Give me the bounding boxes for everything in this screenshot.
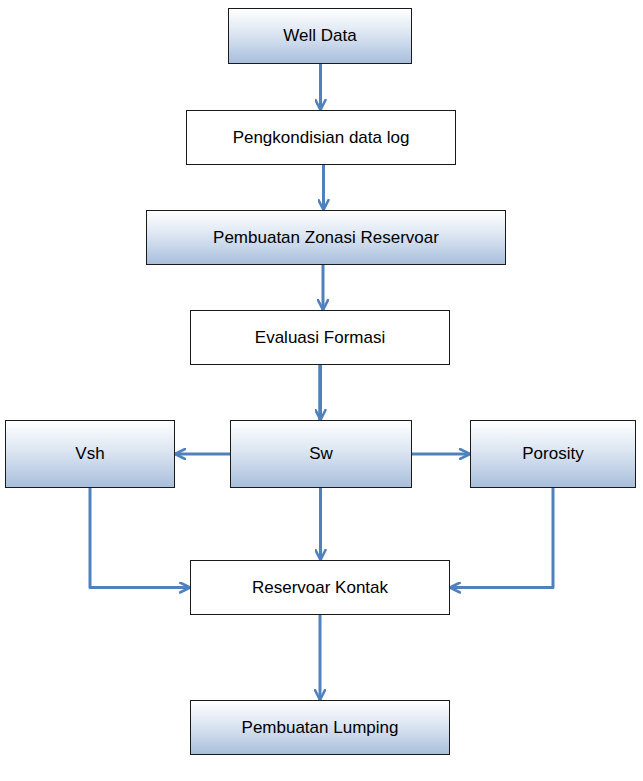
flow-arrow [450, 488, 553, 588]
flow-arrow [322, 165, 325, 210]
flow-arrow [319, 615, 322, 700]
process-box: Pengkondisian data log [186, 110, 456, 165]
box-label: Pembuatan Zonasi Reservoar [213, 228, 439, 248]
box-label: Pengkondisian data log [233, 128, 410, 148]
process-box: Porosity [470, 420, 636, 488]
process-box: Well Data [228, 8, 412, 64]
box-label: Vsh [75, 444, 104, 464]
box-label: Evaluasi Formasi [255, 328, 385, 348]
box-label: Sw [309, 444, 333, 464]
flow-arrow [90, 488, 190, 588]
flow-arrow [319, 488, 322, 560]
box-label: Porosity [522, 444, 583, 464]
process-box: Evaluasi Formasi [190, 310, 450, 365]
process-box: Sw [230, 420, 412, 488]
process-box: Reservoar Kontak [190, 560, 450, 615]
box-label: Pembuatan Lumping [242, 718, 399, 738]
flow-arrow [319, 64, 322, 110]
process-box: Pembuatan Zonasi Reservoar [146, 210, 506, 265]
process-box: Pembuatan Lumping [190, 700, 450, 755]
flow-arrow [322, 265, 325, 310]
box-label: Well Data [283, 26, 356, 46]
box-label: Reservoar Kontak [252, 578, 388, 598]
process-box: Vsh [5, 420, 175, 488]
